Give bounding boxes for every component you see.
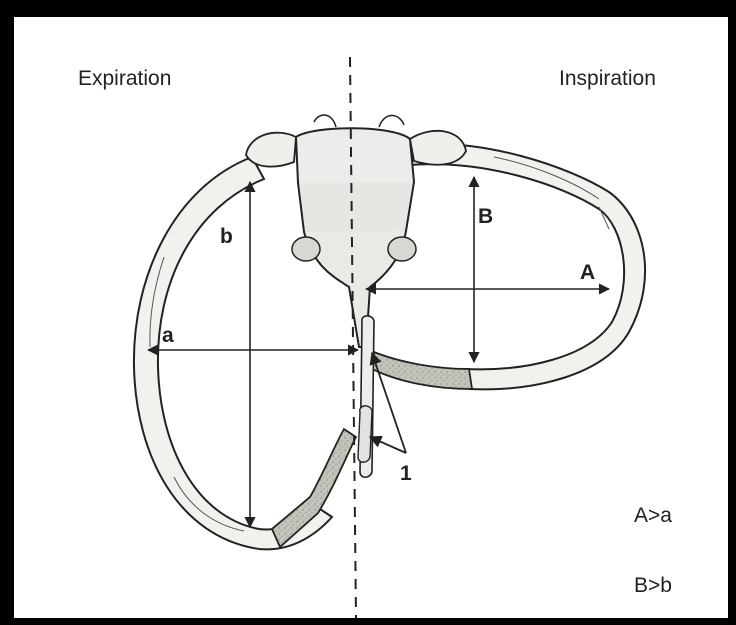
label-relation-A-gt-a: A>a [634, 504, 672, 527]
label-expiration: Expiration [78, 67, 171, 90]
label-dimension-B: B [478, 205, 493, 228]
label-relation-B-gt-b: B>b [634, 574, 672, 597]
label-callout-1: 1 [400, 462, 412, 485]
diagram-panel: Expiration Inspiration b a B A 1 A>a B>b [14, 17, 728, 618]
vertebra [246, 115, 466, 347]
label-dimension-A: A [580, 261, 595, 284]
right-rib-inspiration [404, 144, 645, 390]
rib-cage-diagram: Expiration Inspiration b a B A 1 A>a B>b [14, 17, 728, 618]
right-costal-cartilage [372, 352, 472, 389]
label-dimension-a: a [162, 324, 174, 347]
label-dimension-b: b [220, 225, 233, 248]
label-inspiration: Inspiration [559, 67, 656, 90]
